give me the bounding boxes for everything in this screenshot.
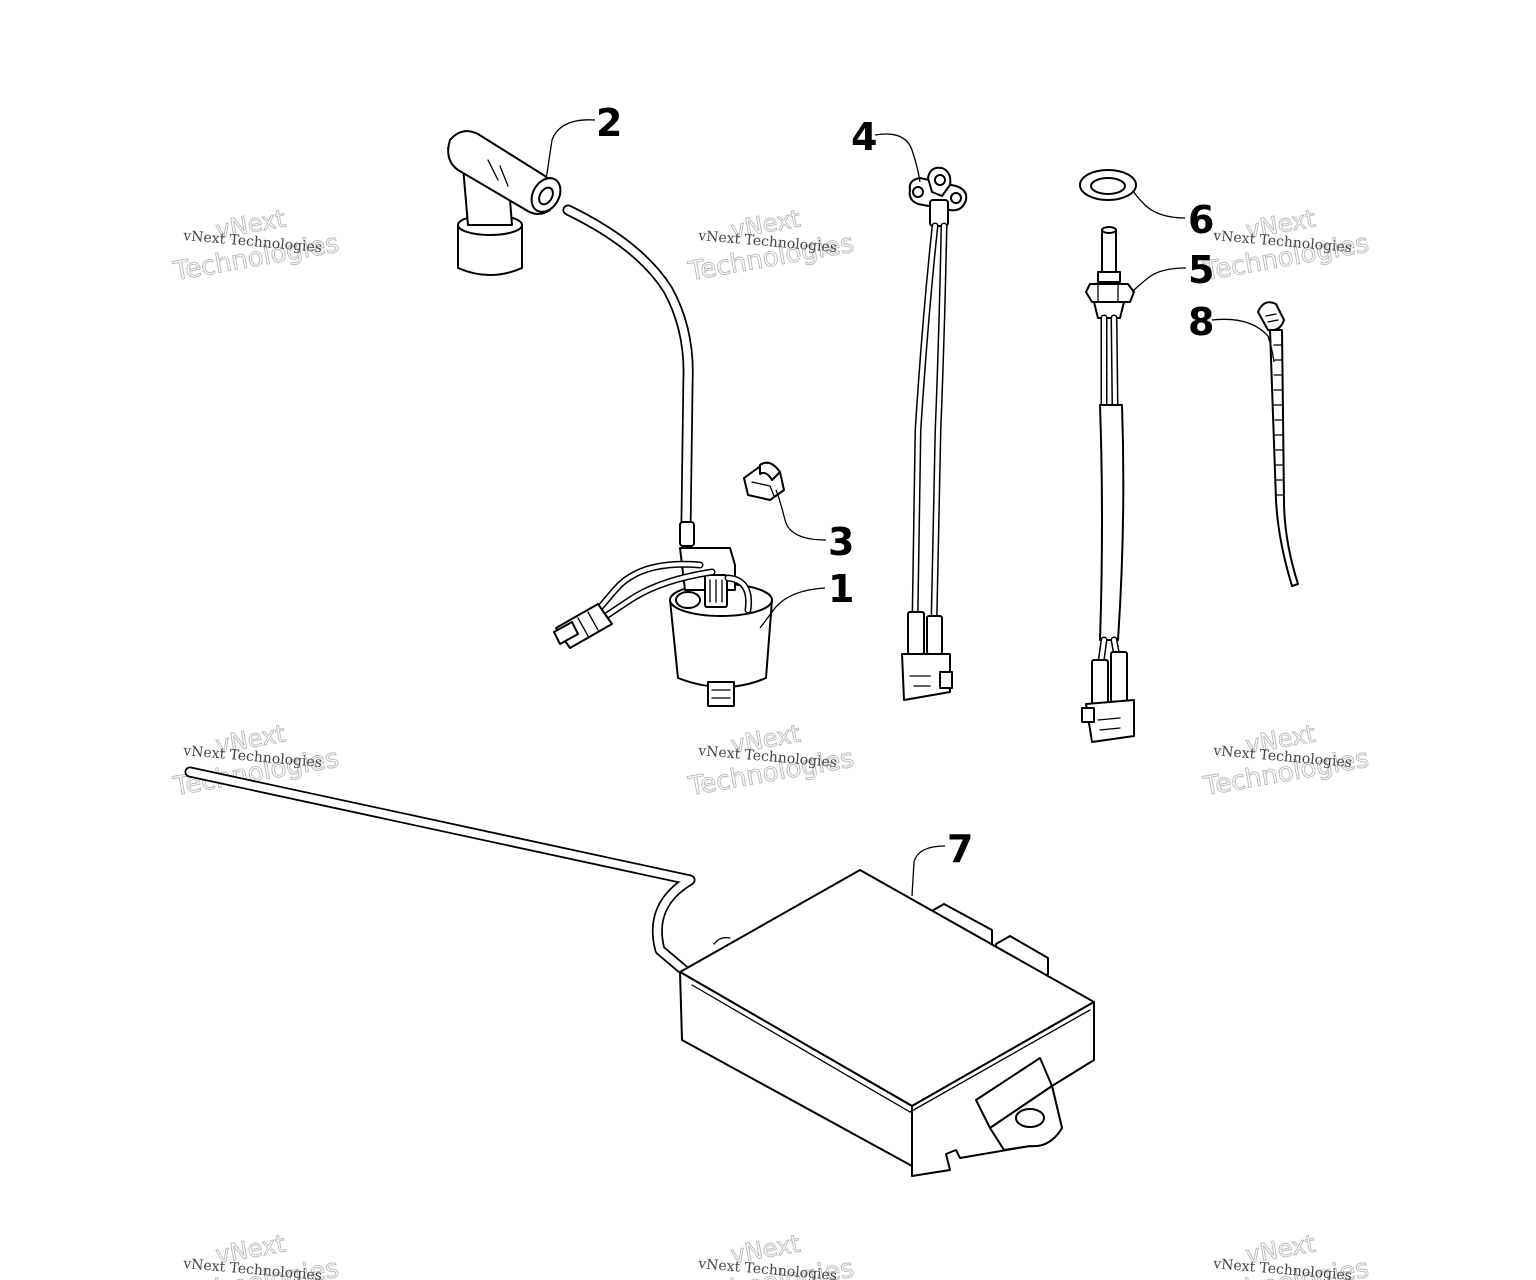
leader-2 (545, 119, 596, 181)
spark-plug-cap (447, 130, 562, 276)
callout-3: 3 (828, 520, 854, 564)
washer (1079, 169, 1137, 201)
callout-2: 2 (596, 101, 622, 145)
leader-4 (874, 133, 921, 183)
leader-3 (775, 489, 827, 541)
callouts: 1 2 3 4 5 6 7 8 (596, 101, 1214, 871)
cdi-module (184, 766, 1095, 1177)
callout-1: 1 (828, 567, 854, 611)
callout-6: 6 (1188, 198, 1214, 242)
callout-4: 4 (851, 115, 877, 159)
wire-clip (743, 461, 785, 501)
leader-1 (759, 587, 826, 629)
leader-7 (911, 845, 946, 897)
sensor-part-4 (901, 166, 968, 701)
callout-5: 5 (1188, 248, 1214, 292)
callout-8: 8 (1188, 300, 1214, 344)
leader-8 (1211, 318, 1275, 363)
cable-tie (1257, 301, 1299, 587)
callout-7: 7 (947, 827, 973, 871)
ignition-coil (553, 204, 773, 707)
leader-6 (1133, 191, 1186, 219)
watermark-layer: vNext Technologies vNext Technologies vN… (170, 204, 1372, 1280)
sensor-part-5 (1081, 226, 1135, 743)
leader-5 (1131, 267, 1187, 293)
leader-lines (545, 119, 1275, 897)
